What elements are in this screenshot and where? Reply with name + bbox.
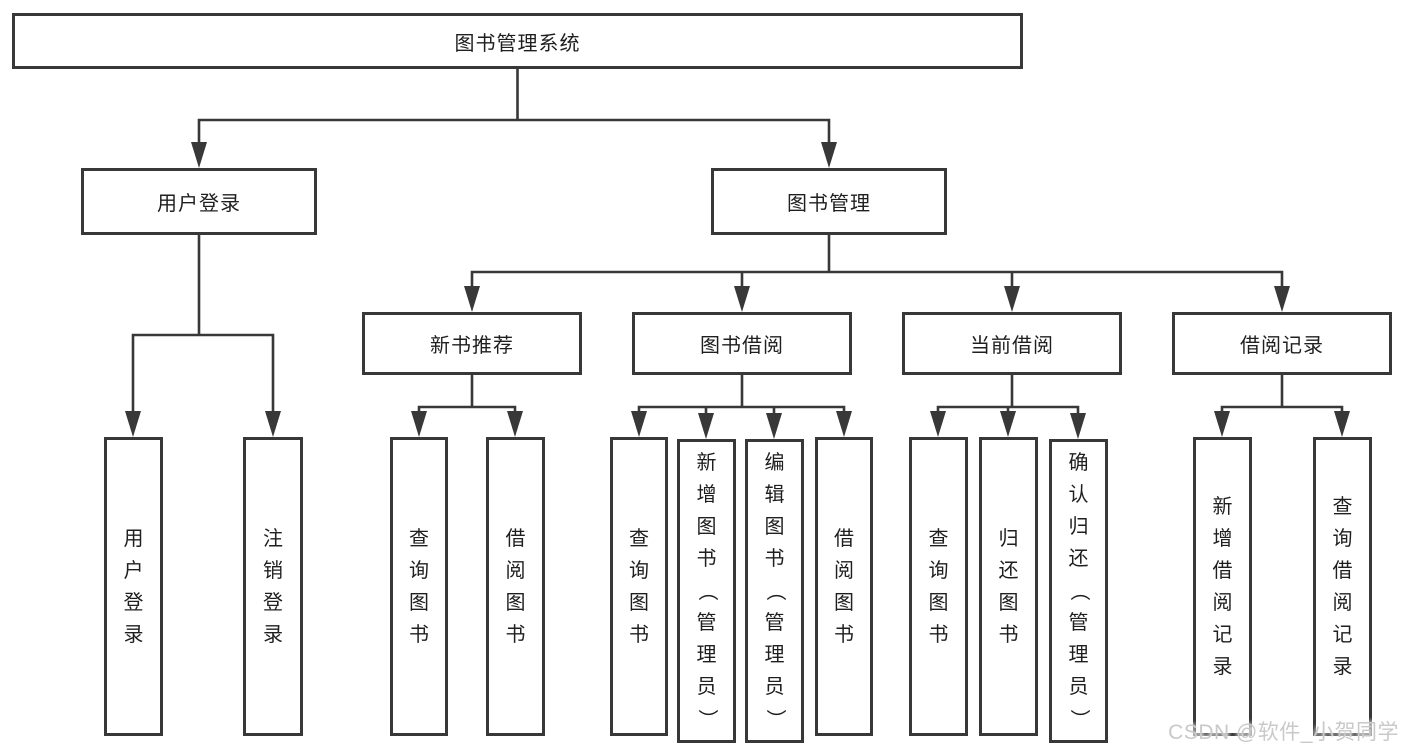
leaf-edit-books-admin: 编辑图书（管理员）	[745, 439, 804, 743]
leaf-logout-label: 注销登录	[263, 527, 283, 646]
watermark: CSDN @软件_小贺同学	[1168, 721, 1399, 744]
leaf-logout: 注销登录	[243, 437, 303, 736]
node-book-management: 图书管理	[711, 168, 947, 235]
leaf-query-books-borrowing-label: 查询图书	[629, 527, 649, 646]
leaf-query-books-recommend-label: 查询图书	[409, 527, 429, 646]
leaf-add-books-admin-label: 新增图书（管理员）	[695, 452, 718, 729]
node-borrowing-records: 借阅记录	[1172, 312, 1392, 375]
leaf-user-login-label: 用户登录	[123, 527, 144, 646]
leaf-edit-books-admin-label: 编辑图书（管理员）	[763, 452, 786, 729]
node-user-login: 用户登录	[81, 168, 317, 235]
leaf-borrow-books-recommend: 借阅图书	[486, 437, 545, 736]
leaf-query-books-current: 查询图书	[909, 437, 968, 736]
leaf-return-books: 归还图书	[979, 437, 1038, 736]
leaf-confirm-return-admin-label: 确认归还（管理员）	[1067, 452, 1090, 729]
leaf-add-borrow-record: 新增借阅记录	[1193, 437, 1252, 736]
leaf-borrow-books-borrowing: 借阅图书	[815, 437, 873, 736]
node-book-borrowing-label: 图书借阅	[700, 335, 784, 357]
leaf-query-borrow-record-label: 查询借阅记录	[1332, 495, 1353, 678]
node-current-borrowing: 当前借阅	[902, 312, 1122, 375]
leaf-add-books-admin: 新增图书（管理员）	[677, 439, 736, 743]
node-new-book-recommend: 新书推荐	[362, 312, 582, 375]
leaf-query-borrow-record: 查询借阅记录	[1313, 437, 1372, 736]
leaf-query-books-borrowing: 查询图书	[610, 437, 668, 736]
leaf-borrow-books-recommend-label: 借阅图书	[505, 527, 526, 646]
leaf-user-login: 用户登录	[104, 437, 163, 736]
node-borrowing-records-label: 借阅记录	[1240, 335, 1324, 357]
node-library-system: 图书管理系统	[12, 13, 1023, 69]
node-current-borrowing-label: 当前借阅	[970, 335, 1054, 357]
node-user-login-label: 用户登录	[157, 193, 241, 215]
leaf-borrow-books-borrowing-label: 借阅图书	[834, 527, 854, 646]
node-library-system-label: 图书管理系统	[454, 32, 581, 55]
leaf-add-borrow-record-label: 新增借阅记录	[1212, 495, 1233, 678]
leaf-confirm-return-admin: 确认归还（管理员）	[1049, 439, 1108, 743]
node-book-management-label: 图书管理	[787, 193, 871, 215]
leaf-query-books-current-label: 查询图书	[928, 527, 949, 646]
leaf-query-books-recommend: 查询图书	[390, 437, 448, 736]
node-book-borrowing: 图书借阅	[632, 312, 852, 375]
node-new-book-recommend-label: 新书推荐	[430, 335, 514, 357]
leaf-return-books-label: 归还图书	[998, 527, 1019, 646]
